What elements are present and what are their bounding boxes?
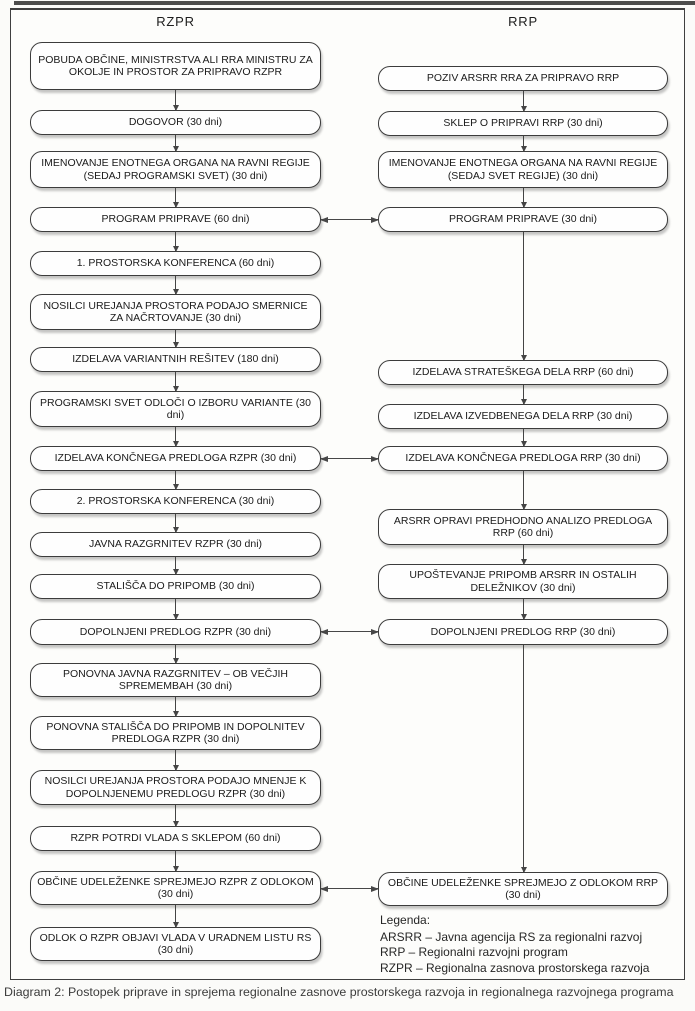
flow-step-rzpr-8: PROGRAMSKI SVET ODLOČI O IZBORU VARIANTE… xyxy=(30,391,321,427)
flow-step-rrp-5: IZDELAVA STRATEŠKEGA DELA RRP (60 dni) xyxy=(378,360,668,385)
flow-step-rzpr-2: DOGOVOR (30 dni) xyxy=(30,110,321,135)
flow-arrow-bidirectional xyxy=(321,219,378,221)
flow-step-rzpr-19: ODLOK O RZPR OBJAVI VLADA V URADNEM LIST… xyxy=(30,927,321,961)
legend-title: Legenda: xyxy=(380,913,431,927)
flow-step-rzpr-4: PROGRAM PRIPRAVE (60 dni) xyxy=(30,207,321,232)
flow-step-rzpr-7: IZDELAVA VARIANTNIH REŠITEV (180 dni) xyxy=(30,347,321,372)
flow-arrow-down xyxy=(175,697,177,716)
flow-step-rzpr-3: IMENOVANJE ENOTNEGA ORGANA NA RAVNI REGI… xyxy=(30,151,321,188)
flow-arrow-down xyxy=(523,471,525,509)
flow-step-rzpr-11: JAVNA RAZGRNITEV RZPR (30 dni) xyxy=(30,532,321,557)
column-header-rzpr: RZPR xyxy=(156,14,195,29)
flow-arrow-bidirectional xyxy=(321,631,378,633)
flow-step-rzpr-5: 1. PROSTORSKA KONFERENCA (60 dni) xyxy=(30,251,321,276)
flow-arrow-down xyxy=(175,135,177,151)
flow-arrow-down xyxy=(175,232,177,251)
flow-arrow-down xyxy=(175,750,177,770)
scan-edge-artifact xyxy=(14,1,695,5)
flow-arrow-down xyxy=(523,545,525,564)
flow-arrow-down xyxy=(175,905,177,927)
flow-step-rzpr-17: RZPR POTRDI VLADA S SKLEPOM (60 dni) xyxy=(30,826,321,851)
flow-step-rzpr-12: STALIŠČA DO PRIPOMB (30 dni) xyxy=(30,574,321,599)
flow-arrow-down xyxy=(523,645,525,872)
flow-arrow-down xyxy=(523,136,525,151)
legend-item-arsrr: ARSRR – Javna agencija RS za regionalni … xyxy=(380,929,643,944)
flow-step-rzpr-9: IZDELAVA KONČNEGA PREDLOGA RZPR (30 dni) xyxy=(30,446,321,471)
flow-step-rrp-4: PROGRAM PRIPRAVE (30 dni) xyxy=(378,207,668,232)
flow-arrow-down xyxy=(523,385,525,404)
flow-arrow-down xyxy=(175,427,177,446)
flow-arrow-down xyxy=(175,557,177,574)
legend: Legenda: ARSRR – Javna agencija RS za re… xyxy=(380,913,675,976)
flow-step-rrp-9: UPOŠTEVANJE PRIPOMB ARSRR IN OSTALIH DEL… xyxy=(378,564,668,599)
flow-step-rrp-3: IMENOVANJE ENOTNEGA ORGANA NA RAVNI REGI… xyxy=(378,151,668,188)
flow-arrow-down xyxy=(175,851,177,871)
flow-arrow-down xyxy=(175,645,177,663)
flow-step-rrp-11: OBČINE UDELEŽENKE SPREJMEJO Z ODLOKOM RR… xyxy=(378,872,668,906)
flow-arrow-down xyxy=(175,372,177,391)
figure-caption: Diagram 2: Postopek priprave in sprejema… xyxy=(4,985,674,999)
flow-arrow-down xyxy=(523,188,525,207)
column-header-rrp: RRP xyxy=(508,14,538,29)
flow-step-rzpr-15: PONOVNA STALIŠČA DO PRIPOMB IN DOPOLNITE… xyxy=(30,716,321,750)
flow-arrow-down xyxy=(175,330,177,347)
flow-step-rrp-6: IZDELAVA IZVEDBENEGA DELA RRP (30 dni) xyxy=(378,404,668,429)
flow-arrow-down xyxy=(523,599,525,619)
flow-arrow-down xyxy=(523,429,525,446)
flow-step-rrp-10: DOPOLNJENI PREDLOG RRP (30 dni) xyxy=(378,619,668,645)
flow-step-rzpr-6: NOSILCI UREJANJA PROSTORA PODAJO SMERNIC… xyxy=(30,294,321,330)
flow-step-rzpr-14: PONOVNA JAVNA RAZGRNITEV – OB VEČJIH SPR… xyxy=(30,663,321,697)
flow-arrow-bidirectional xyxy=(321,458,378,460)
flow-arrow-down xyxy=(175,90,177,110)
legend-item-rzpr: RZPR – Regionalna zasnova prostorskega r… xyxy=(380,960,650,975)
flow-step-rzpr-1: POBUDA OBČINE, MINISTRSTVA ALI RRA MINIS… xyxy=(30,42,321,90)
flow-arrow-down xyxy=(175,599,177,619)
flow-step-rrp-7: IZDELAVA KONČNEGA PREDLOGA RRP (30 dni) xyxy=(378,446,668,471)
flow-step-rzpr-10: 2. PROSTORSKA KONFERENCA (30 dni) xyxy=(30,489,321,514)
legend-item-rrp: RRP – Regionalni razvojni program xyxy=(380,945,568,959)
flow-arrow-down xyxy=(175,471,177,489)
flow-step-rzpr-16: NOSILCI UREJANJA PROSTORA PODAJO MNENJE … xyxy=(30,770,321,805)
flow-step-rrp-2: SKLEP O PRIPRAVI RRP (30 dni) xyxy=(378,111,668,136)
flow-step-rrp-8: ARSRR OPRAVI PREDHODNO ANALIZO PREDLOGA … xyxy=(378,509,668,545)
flow-arrow-down xyxy=(523,232,525,360)
flow-step-rzpr-18: OBČINE UDELEŽENKE SPREJMEJO RZPR Z ODLOK… xyxy=(30,871,321,905)
flow-step-rzpr-13: DOPOLNJENI PREDLOG RZPR (30 dni) xyxy=(30,619,321,645)
flow-arrow-down xyxy=(175,188,177,207)
flow-arrow-down xyxy=(175,514,177,532)
flow-arrow-down xyxy=(523,91,525,111)
flow-arrow-down xyxy=(175,276,177,294)
flow-step-rrp-1: POZIV ARSRR RRA ZA PRIPRAVO RRP xyxy=(378,66,668,91)
flow-arrow-bidirectional xyxy=(321,888,378,890)
flow-arrow-down xyxy=(175,805,177,826)
